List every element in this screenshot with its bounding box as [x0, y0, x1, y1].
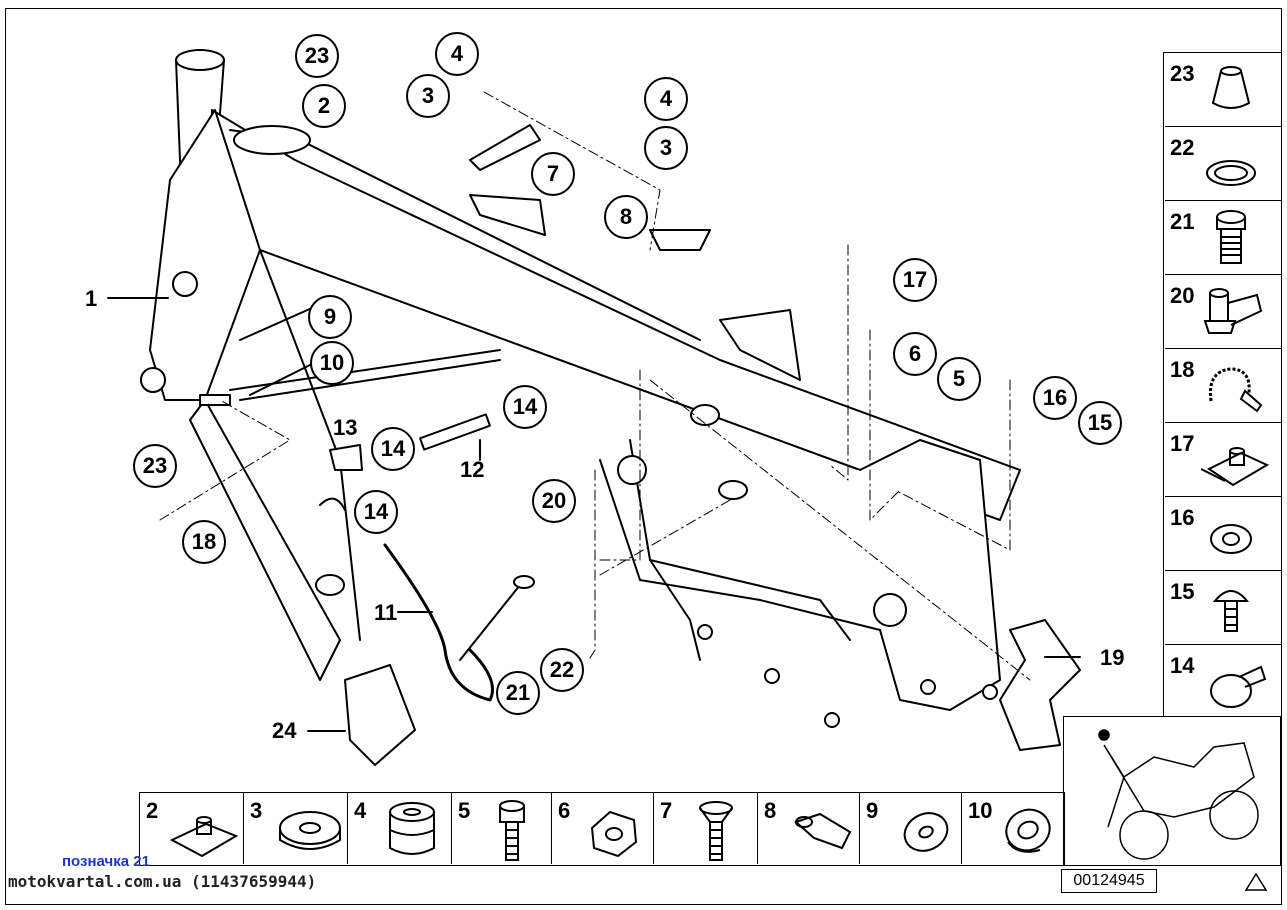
bike-thumbnail — [1063, 716, 1281, 866]
diagram-border — [5, 8, 1282, 905]
legend-item-15: 15 — [1165, 570, 1281, 642]
callout-15: 15 — [1078, 401, 1122, 445]
image-id-box: 00124945 — [1061, 869, 1157, 893]
speed-nut-icon — [1201, 447, 1270, 487]
callout-3-b: 3 — [644, 126, 688, 170]
legend-item-6: 6 — [551, 792, 653, 864]
legend-item-8: 8 — [757, 792, 859, 864]
grommet-icon — [279, 811, 341, 850]
socket-bolt-icon — [499, 800, 525, 861]
callout-10: 10 — [310, 341, 354, 385]
motorcycle-icon — [1098, 729, 1259, 860]
legend-item-5: 5 — [451, 792, 551, 864]
callout-5: 5 — [937, 357, 981, 401]
thick-washer-icon — [1005, 808, 1051, 853]
callout-17: 17 — [893, 258, 937, 302]
legend-item-21: 21 — [1165, 200, 1281, 272]
legend-item-14: 14 — [1165, 644, 1281, 716]
countersunk-screw-icon — [699, 801, 733, 861]
speed-nut-icon — [169, 816, 239, 858]
triangle-icon — [1244, 872, 1268, 891]
callout-22: 22 — [540, 648, 584, 692]
label-19: 19 — [1100, 645, 1125, 670]
legend-item-18: 18 — [1165, 348, 1281, 420]
callout-14-c: 14 — [354, 490, 398, 534]
flat-washer-icon — [903, 812, 949, 852]
callout-23-b: 23 — [133, 444, 177, 488]
legend-item-3: 3 — [243, 792, 347, 864]
threaded-plug-icon — [1216, 210, 1246, 264]
button-screw-icon — [1212, 590, 1250, 632]
callout-8: 8 — [604, 195, 648, 239]
label-24: 24 — [272, 718, 297, 743]
legend-item-10: 10 — [961, 792, 1065, 864]
rubber-bushing-icon — [389, 802, 435, 855]
legend-item-7: 7 — [653, 792, 757, 864]
callout-20: 20 — [532, 479, 576, 523]
washer-icon — [1210, 524, 1252, 554]
callout-6: 6 — [893, 332, 937, 376]
clip-icon — [794, 812, 852, 850]
legend-item-20: 20 — [1165, 274, 1281, 346]
callout-3: 3 — [406, 74, 450, 118]
callout-7: 7 — [531, 152, 575, 196]
legend-item-22: 22 — [1165, 126, 1281, 198]
site-caption: motokvartal.com.ua (11437659944) — [8, 872, 317, 891]
callout-23: 23 — [295, 34, 339, 78]
callout-4-b: 4 — [644, 77, 688, 121]
callout-2: 2 — [302, 84, 346, 128]
legend-item-2: 2 — [139, 792, 243, 864]
marker-caption: позначка 21 — [62, 853, 150, 870]
legend-item-4: 4 — [347, 792, 451, 864]
label-12: 12 — [460, 457, 485, 482]
legend-item-17: 17 — [1165, 422, 1281, 494]
legend-item-23: 23 — [1165, 52, 1281, 124]
label-13: 13 — [333, 415, 358, 440]
callout-14: 14 — [503, 385, 547, 429]
callout-18: 18 — [182, 520, 226, 564]
cage-nut-icon — [590, 810, 638, 858]
legend-item-9: 9 — [859, 792, 961, 864]
ring-icon — [1206, 160, 1256, 186]
label-11: 11 — [374, 600, 398, 625]
label-1: 1 — [85, 286, 98, 311]
legend-item-16: 16 — [1165, 496, 1281, 568]
callout-4: 4 — [435, 32, 479, 76]
cable-tie-icon — [1208, 367, 1263, 413]
callout-16: 16 — [1033, 376, 1077, 420]
hose-clamp-icon — [1210, 665, 1267, 708]
callout-21: 21 — [496, 671, 540, 715]
callout-14-b: 14 — [371, 427, 415, 471]
clip-nut-icon — [1203, 288, 1263, 334]
callout-9: 9 — [308, 295, 352, 339]
cap-icon — [1211, 66, 1251, 109]
